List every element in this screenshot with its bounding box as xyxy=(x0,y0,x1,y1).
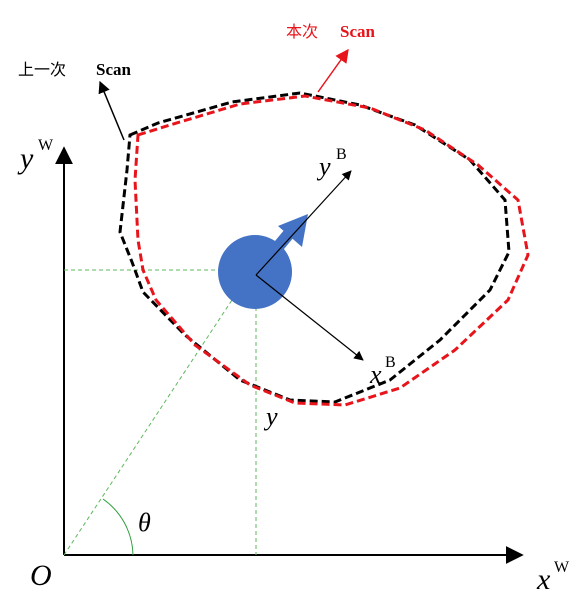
robot-icon xyxy=(218,214,308,309)
angle-theta-label: θ xyxy=(138,508,151,537)
body-x-superscript: B xyxy=(385,354,396,371)
previous-scan-label-en: Scan xyxy=(96,60,132,79)
world-y-superscript: W xyxy=(38,137,54,154)
previous-scan-label-cn: 上一次 xyxy=(18,60,66,79)
y-coordinate-label: y xyxy=(263,402,278,431)
body-y-superscript: B xyxy=(336,146,347,163)
origin-label: O xyxy=(30,559,52,592)
current-scan-pointer xyxy=(317,48,349,93)
previous-scan-pointer xyxy=(98,80,125,141)
body-x-axis xyxy=(255,274,364,361)
world-x-superscript: W xyxy=(554,559,570,576)
world-y-label: y xyxy=(17,142,34,175)
previous-scan-outline xyxy=(118,91,511,404)
body-x-label: x xyxy=(369,360,382,389)
current-scan-label-en: Scan xyxy=(340,22,376,41)
current-scan-outline xyxy=(133,94,530,407)
guide-lines xyxy=(63,269,257,556)
current-scan-label-cn: 本次 xyxy=(286,22,318,41)
world-x-label: x xyxy=(536,563,551,596)
body-y-axis xyxy=(255,170,352,276)
body-y-label: y xyxy=(316,152,331,181)
